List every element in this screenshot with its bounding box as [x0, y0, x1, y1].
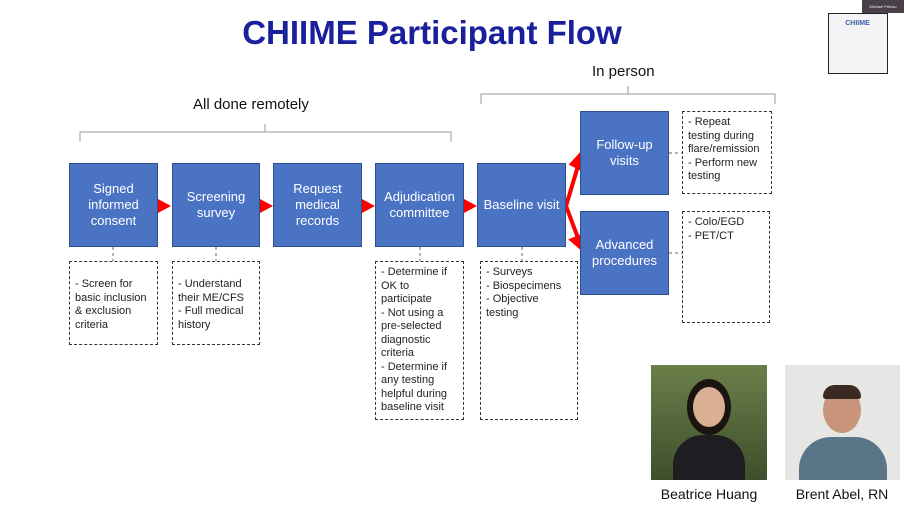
arrow-icon: [362, 199, 375, 213]
photo-beatrice-huang: [651, 365, 767, 480]
arrow-icon: [260, 199, 273, 213]
arrow-icon: [158, 199, 171, 213]
slide-thumbnail[interactable]: CHIIME: [828, 13, 888, 74]
step-screening-survey: Screening survey: [172, 163, 260, 247]
in-person-label: In person: [592, 63, 655, 80]
step-follow-up: Follow-up visits: [580, 111, 669, 195]
note-advanced: - Colo/EGD - PET/CT: [682, 211, 770, 323]
webcam-tile: Michael Peluso: [862, 0, 904, 13]
step-signed-consent: Signed informed consent: [69, 163, 158, 247]
person-name: Brent Abel, RN: [795, 486, 889, 502]
remote-bracket: [79, 124, 452, 142]
person-name: Beatrice Huang: [660, 486, 758, 502]
note-follow-up: - Repeat testing during flare/remission …: [682, 111, 772, 194]
flow-arrows: [158, 199, 477, 213]
note-baseline: - Surveys - Biospecimens - Objective tes…: [480, 261, 578, 420]
page-title: CHIIME Participant Flow: [242, 14, 622, 51]
note-consent: - Screen for basic inclusion & exclusion…: [69, 261, 158, 345]
step-baseline-visit: Baseline visit: [477, 163, 566, 247]
note-adjudication: - Determine if OK to participate - Not u…: [375, 261, 464, 420]
note-screening: - Understand their ME/CFS - Full medical…: [172, 261, 260, 345]
photo-brent-abel: [785, 365, 900, 480]
step-request-records: Request medical records: [273, 163, 362, 247]
thumbnail-logo: CHIIME: [845, 20, 870, 27]
step-adjudication: Adjudication committee: [375, 163, 464, 247]
remote-label: All done remotely: [193, 96, 309, 113]
in-person-bracket: [480, 86, 776, 104]
step-advanced-procedures: Advanced procedures: [580, 211, 669, 295]
arrow-icon: [464, 199, 477, 213]
